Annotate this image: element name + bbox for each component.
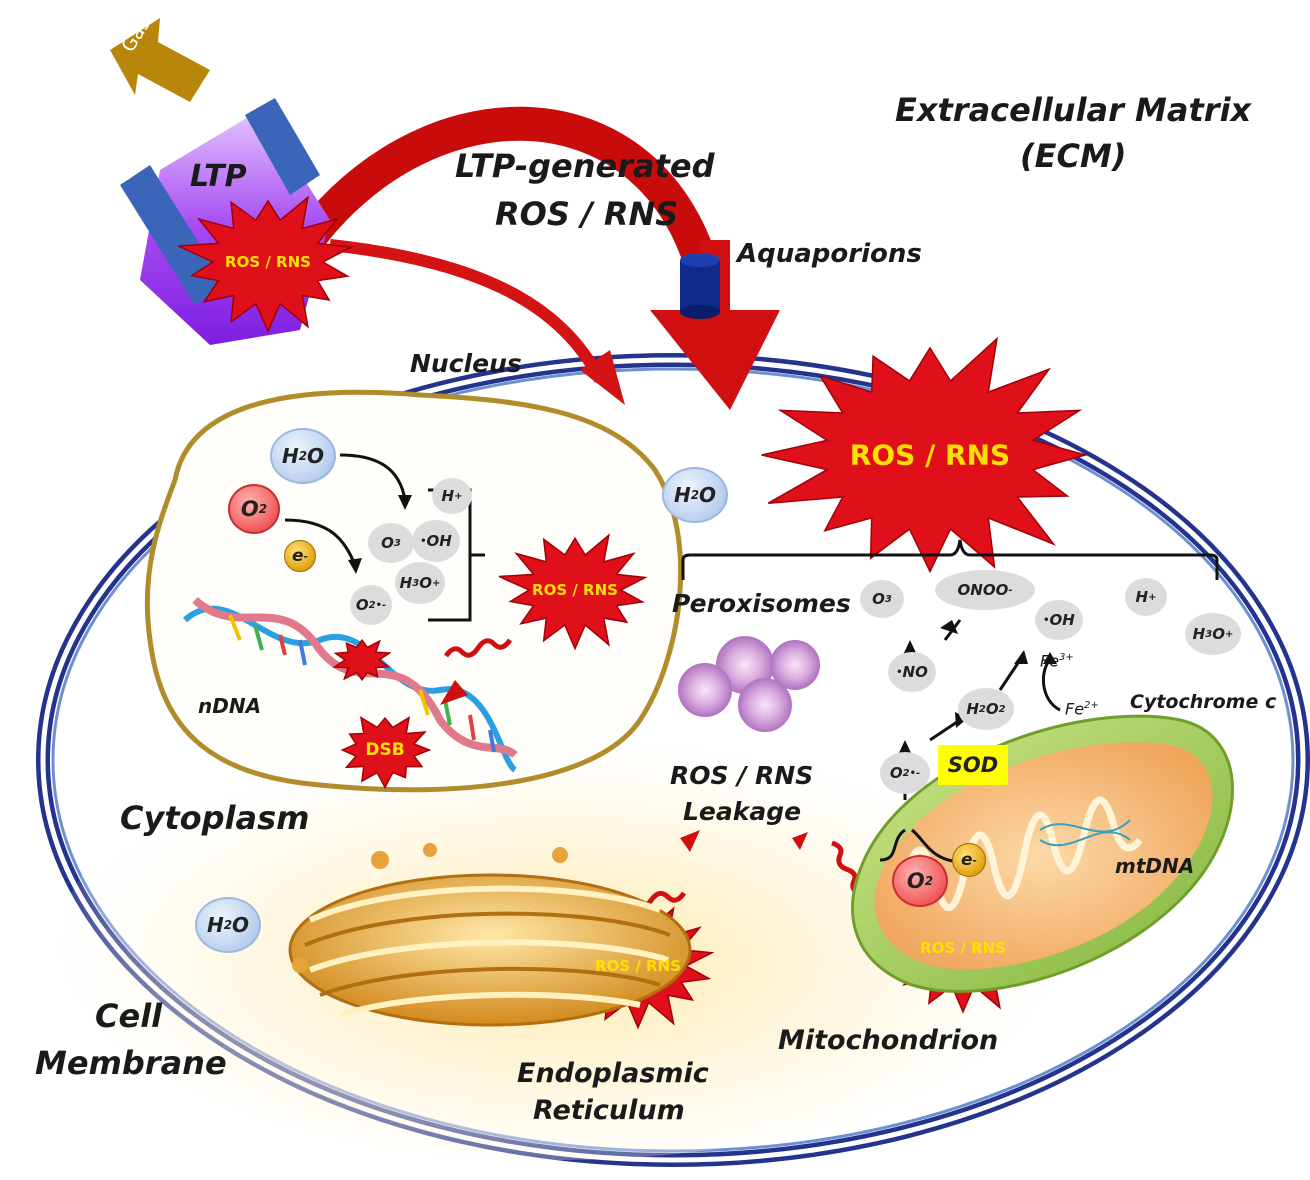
fe3-label: Fe3+ [1040, 651, 1074, 671]
peroxisomes-label: Peroxisomes [672, 589, 851, 618]
main-burst [761, 336, 1089, 574]
aquaporin-channel [680, 253, 720, 319]
mtdna-label: mtDNA [1115, 854, 1195, 878]
oh-radical-nucleus: •OH [412, 520, 460, 562]
sod-label: SOD [938, 745, 1008, 785]
ltp-ros-rns-label: ROS / RNS [495, 195, 679, 233]
electron-nucleus: e- [284, 540, 316, 572]
endoplasmic-reticulum [288, 843, 692, 1027]
ltp-delivery-arrows [283, 106, 780, 410]
aquaporions-label: Aquaporions [737, 239, 922, 269]
membrane-label: Membrane [35, 1044, 227, 1082]
cytochrome-label: Cytochrome c [1130, 691, 1277, 713]
nucleus-burst [498, 533, 648, 651]
peroxisomes [678, 636, 820, 732]
er-label-2: Reticulum [533, 1095, 685, 1126]
squiggle-arrowheads [440, 680, 808, 852]
dsb-burst [340, 716, 432, 790]
ltp-generated-label: LTP-generated [455, 147, 715, 185]
er-burst-label: ROS / RNS [595, 957, 681, 975]
nucleus-burst-label: ROS / RNS [532, 581, 618, 599]
main-burst-label: ROS / RNS [849, 438, 1011, 472]
dsb-burst-label: DSB [365, 740, 405, 760]
ltp-label: LTP [190, 159, 247, 194]
h-plus-cytoplasm: H+ [1125, 578, 1167, 616]
er-label-1: Endoplasmic [517, 1058, 709, 1089]
oh-radical-cytoplasm: •OH [1035, 600, 1083, 640]
peroxynitrite: ONOO- [935, 570, 1035, 610]
cytoplasm-label: Cytoplasm [120, 799, 310, 837]
ecm-abbr-label: (ECM) [1020, 137, 1127, 175]
mito-burst-label: ROS / RNS [920, 939, 1006, 957]
mitochondrion-organelle [851, 714, 1234, 993]
ltp-burst-label: ROS / RNS [225, 253, 311, 271]
mitochondrion-label: Mitochondrion [778, 1025, 999, 1056]
cell-label: Cell [95, 997, 163, 1035]
nucleus-label: Nucleus [410, 349, 522, 378]
ndna-label: nDNA [198, 694, 262, 718]
leakage-label-2: Leakage [683, 797, 802, 826]
dna-damage-burst [332, 638, 392, 682]
h-plus-nucleus: H+ [432, 478, 472, 514]
ecm-label: Extracellular Matrix [895, 91, 1252, 129]
leakage-label-1: ROS / RNS [670, 761, 814, 790]
fe2-label: Fe2+ [1065, 699, 1099, 719]
electron-mito: e- [952, 843, 986, 877]
nitric-oxide: •NO [888, 652, 936, 692]
ltp-burst [177, 195, 354, 333]
